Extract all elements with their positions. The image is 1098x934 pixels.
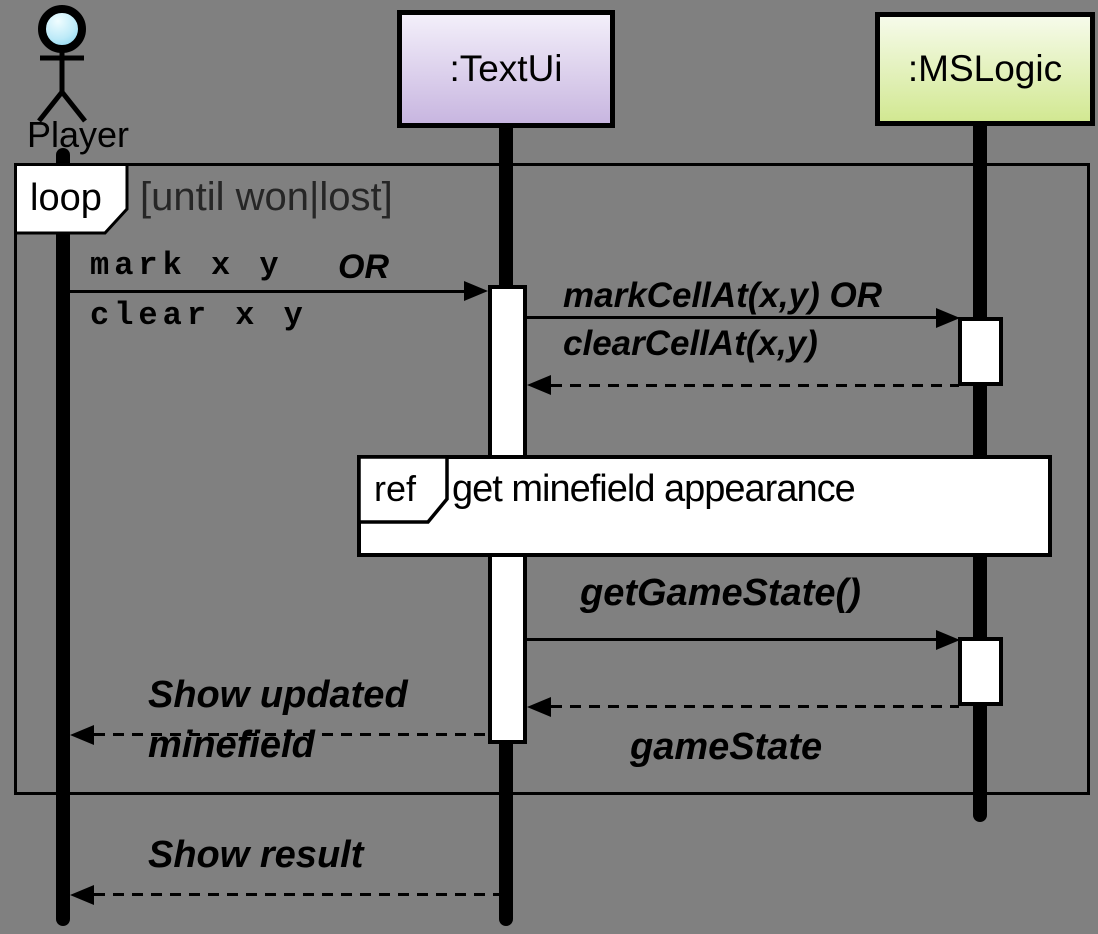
message-clear-label: clear x y (90, 297, 308, 334)
loop-operator-label: loop (30, 177, 102, 219)
loop-operator-tab (14, 163, 129, 235)
return-show-result-line (94, 893, 499, 896)
arrowhead-left-icon (70, 725, 94, 745)
message-getgamestate-line (527, 638, 938, 641)
mslogic-label: :MSLogic (907, 48, 1063, 89)
arrowhead-left-icon (527, 375, 551, 395)
ref-content-label: get minefield appearance (452, 468, 856, 510)
actor-player-label: Player (27, 114, 130, 155)
arrowhead-left-icon (527, 697, 551, 717)
loop-fragment-frame (14, 163, 1090, 795)
ref-operator-tab (357, 455, 449, 524)
arrowhead-right-icon (936, 630, 960, 650)
player-lifeline (56, 148, 70, 926)
return-minefield-label: minefield (148, 724, 315, 766)
actor-icon (37, 5, 87, 123)
textui-label: :TextUi (449, 48, 563, 89)
ref-operator-label: ref (374, 468, 417, 509)
arrowhead-right-icon (464, 281, 488, 301)
return-gamestate-line (551, 705, 959, 708)
message-clearcellat-label: clearCellAt(x,y) (563, 324, 818, 363)
message-getgamestate-label: getGameState() (580, 572, 861, 614)
arrowhead-right-icon (936, 308, 960, 328)
message-or-label: OR (338, 248, 389, 286)
return-cellat-line (551, 384, 959, 387)
ref-fragment (357, 455, 1052, 557)
message-mark-label: mark x y (90, 247, 284, 284)
return-gamestate-label: gameState (630, 726, 823, 768)
arrowhead-left-icon (70, 885, 94, 905)
mslogic-activation-1 (958, 317, 1003, 386)
message-markcellat-line (527, 316, 938, 319)
return-show-updated-label: Show updated (148, 674, 408, 716)
mslogic-activation-2 (958, 637, 1003, 706)
message-mark-clear-line (66, 290, 466, 293)
loop-guard-label: [until won|lost] (140, 175, 393, 219)
return-show-result-label: Show result (148, 834, 364, 876)
lifeline-head-mslogic: :MSLogic (875, 12, 1095, 126)
lifeline-head-textui: :TextUi (397, 10, 615, 128)
message-markcellat-label: markCellAt(x,y) OR (563, 276, 882, 315)
return-show-updated-line (94, 733, 488, 736)
